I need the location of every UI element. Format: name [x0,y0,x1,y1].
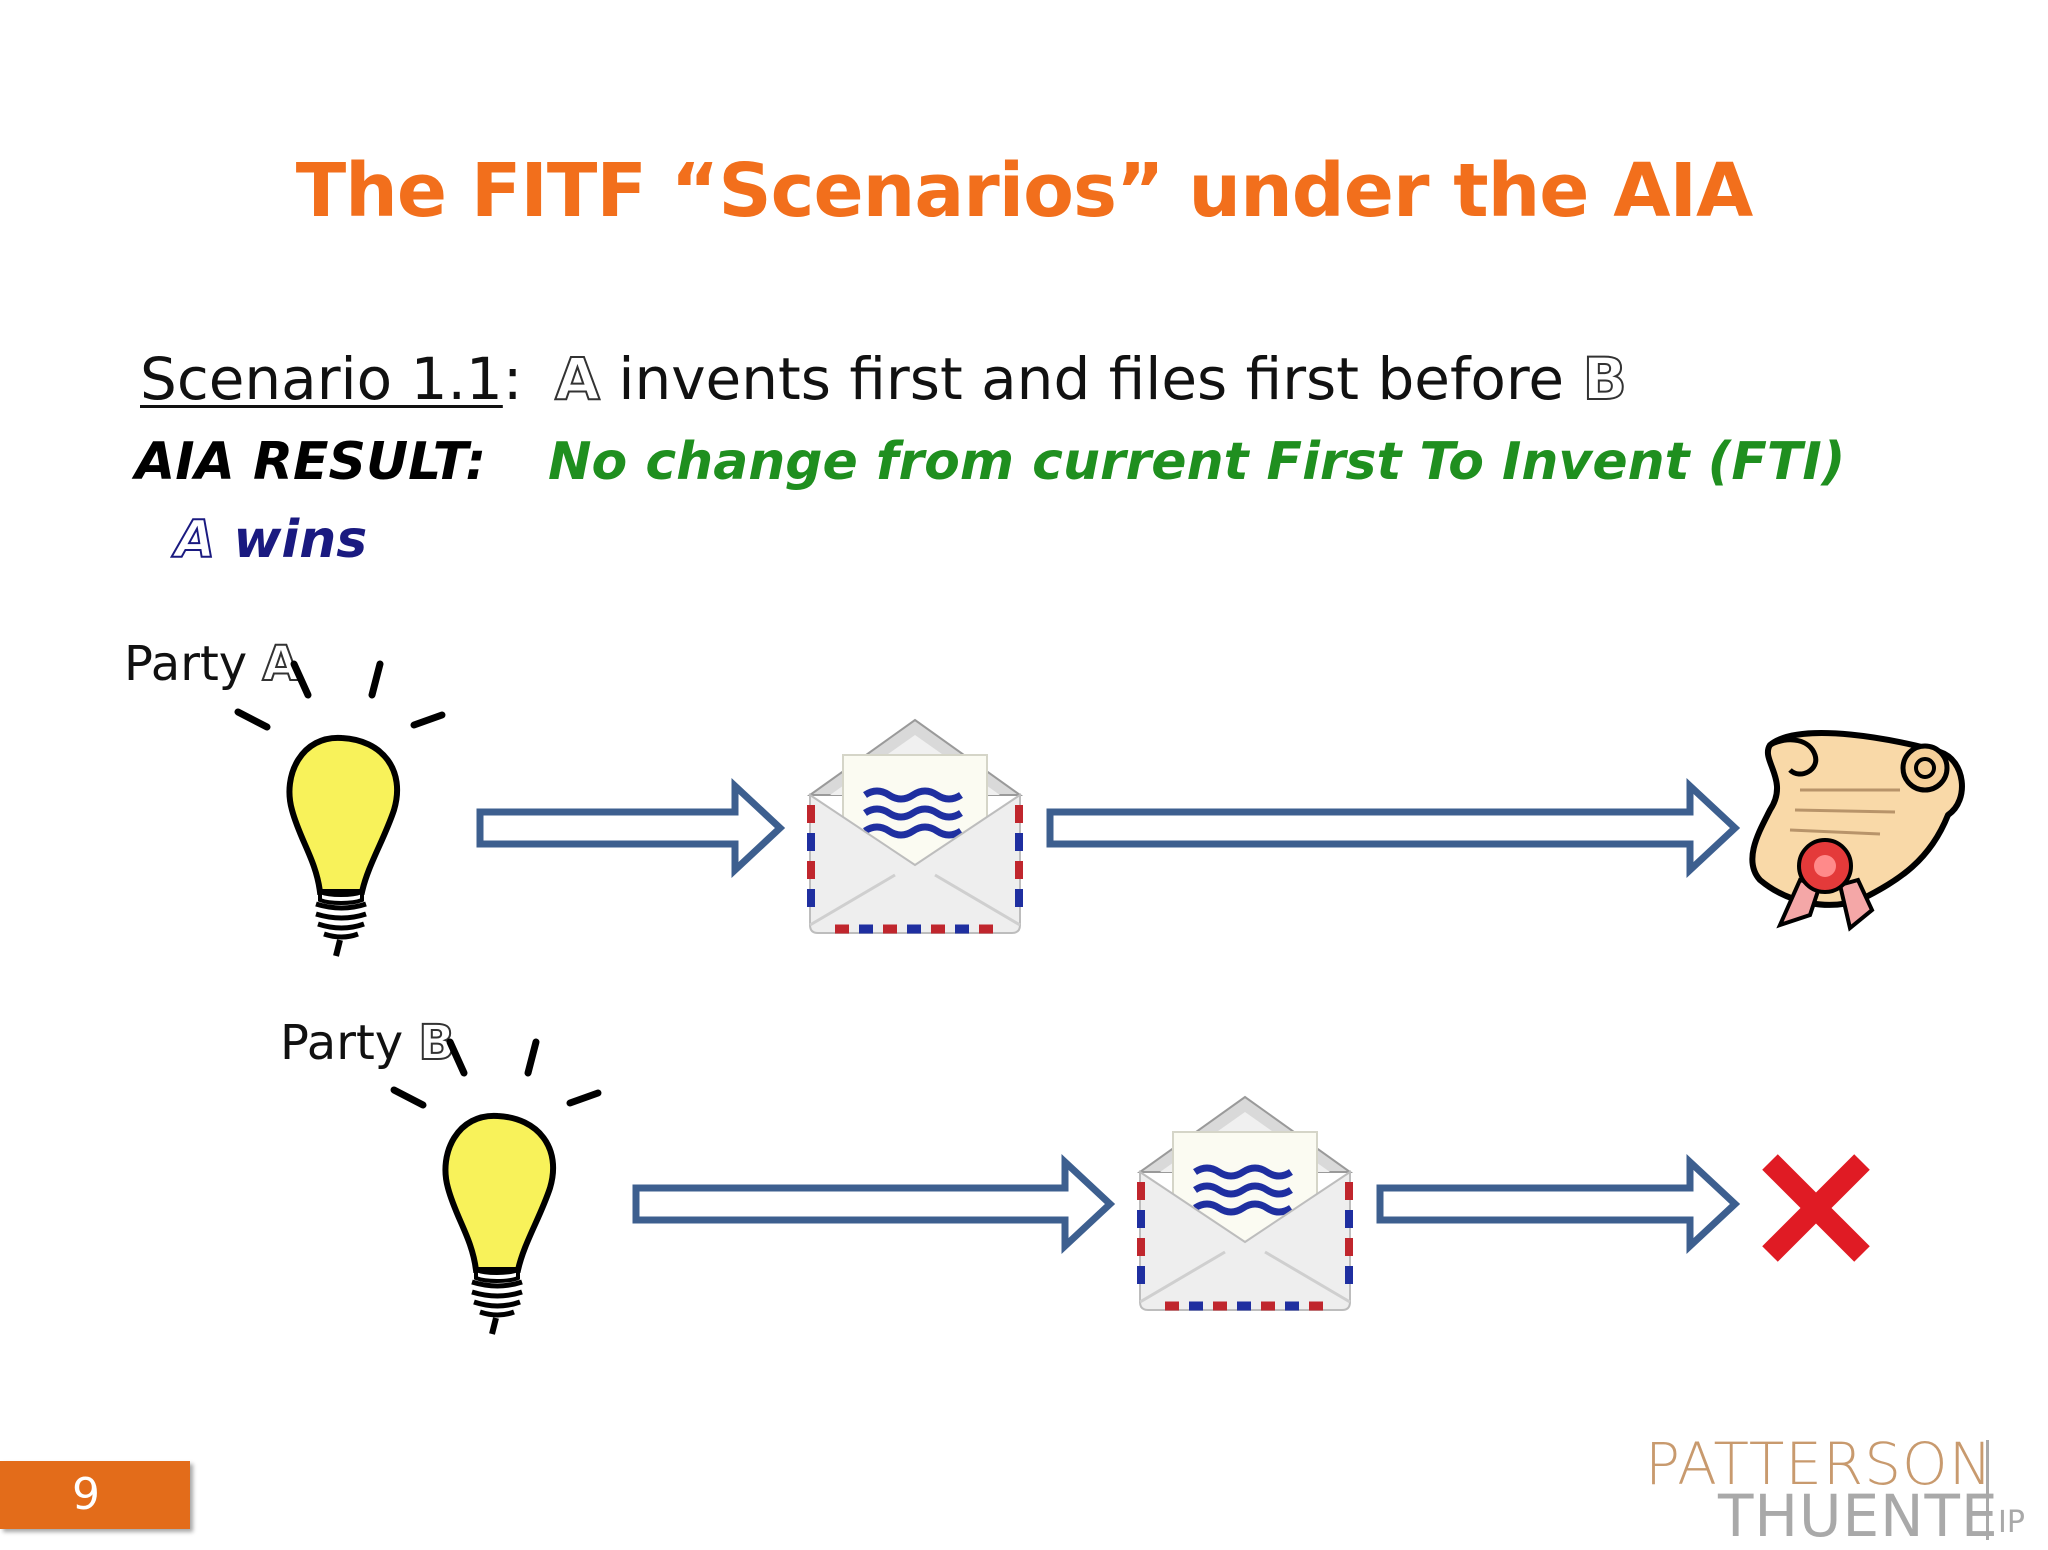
slide-title: The FITF “Scenarios” under the AIA [295,148,1754,234]
letter-a-badge: A [554,344,601,414]
letter-b-badge: B [1582,344,1628,414]
winner-text: wins [215,510,368,570]
arrow-icon [1376,1153,1741,1255]
page-number: 9 [72,1469,100,1520]
envelope-icon [810,720,1020,933]
page-number-badge: 9 [0,1461,190,1529]
arrow-icon [1046,777,1741,879]
party-a-label: Party A [124,635,301,693]
winner-line: A wins [174,509,368,571]
party-a-label-text: Party [124,636,263,692]
scenario-description-text: invents first and files first before [599,345,1583,413]
lightbulb-icon [394,1042,598,1334]
party-b-label: Party B [280,1014,456,1072]
logo-line-2: THUENTE [1718,1482,1999,1550]
scenario-label-text: Scenario 1.1 [140,345,503,413]
logo-line-1: PATTERSON [1645,1430,1994,1498]
logo-suffix: IP [1998,1505,2025,1540]
scenario-label: Scenario 1.1: [140,345,522,413]
arrow-icon [632,1153,1116,1255]
logo-divider [1986,1440,1989,1540]
arrow-icon [476,777,786,879]
party-b-label-text: Party [280,1015,419,1071]
envelope-icon [1140,1097,1350,1310]
lightbulb-icon [238,664,442,956]
patent-scroll-icon [1749,730,1965,932]
winner-letter: A [174,509,216,571]
red-x-icon [1762,1154,1870,1262]
scenario-description: A invents first and files first before B [554,344,1628,414]
scenario-colon: : [502,345,523,413]
result-text: No change from current First To Invent (… [548,432,1846,492]
result-label: AIA RESULT: [135,432,487,492]
